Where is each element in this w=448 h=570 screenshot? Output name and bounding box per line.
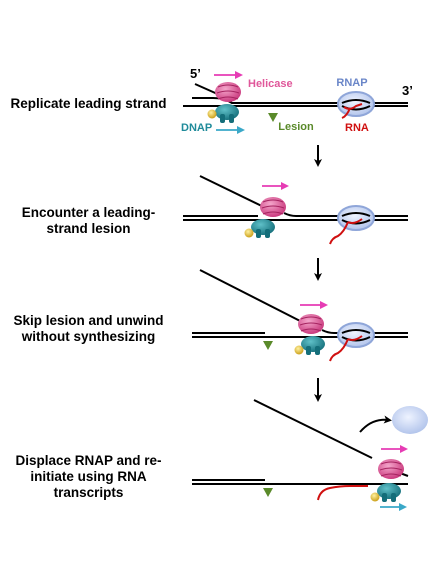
- panel-4: [192, 399, 428, 511]
- clamp-loader: [244, 228, 254, 238]
- three-prime-label: 3’: [402, 83, 413, 98]
- displacement-arrow: [359, 415, 392, 433]
- lesion-marker: [263, 341, 273, 350]
- dna-polymerase: [215, 104, 239, 123]
- panel-1: 5’ 3’ RNAP RNA Helicase DNAP Lesion: [181, 66, 413, 134]
- step-label-encounter: Encounter a leading-strand lesion: [21, 205, 156, 236]
- lesion-label: Lesion: [278, 121, 314, 133]
- helicase: [298, 314, 324, 334]
- helicase-label: Helicase: [248, 78, 293, 90]
- rna-label: RNA: [345, 122, 369, 134]
- dna-polymerase: [251, 219, 275, 238]
- panel-2: [183, 175, 408, 245]
- step-label-skip: Skip lesion and unwind without synthesiz…: [13, 313, 164, 344]
- clamp-loader: [207, 109, 217, 119]
- clamp-loader: [294, 345, 304, 355]
- lesion-marker: [263, 488, 273, 497]
- helicase: [378, 459, 404, 479]
- rnap-complex: [329, 322, 375, 362]
- dnap-label: DNAP: [181, 122, 212, 134]
- rna-transcript: [317, 485, 368, 501]
- rnap-complex: [329, 205, 375, 245]
- helicase: [215, 82, 241, 102]
- dna-polymerase: [301, 336, 325, 355]
- step-label-replicate: Replicate leading strand: [10, 96, 167, 111]
- panel-3: [192, 269, 408, 362]
- rnap-complex: [337, 91, 375, 119]
- clamp-loader: [370, 492, 380, 502]
- displaced-rnap: [392, 406, 428, 434]
- five-prime-label: 5’: [190, 66, 201, 81]
- dna-polymerase: [377, 483, 401, 502]
- lesion-marker: [268, 113, 278, 122]
- rnap-label: RNAP: [336, 77, 367, 89]
- step-label-displace: Displace RNAP and re-initiate using RNA …: [15, 453, 162, 500]
- helicase: [260, 197, 286, 217]
